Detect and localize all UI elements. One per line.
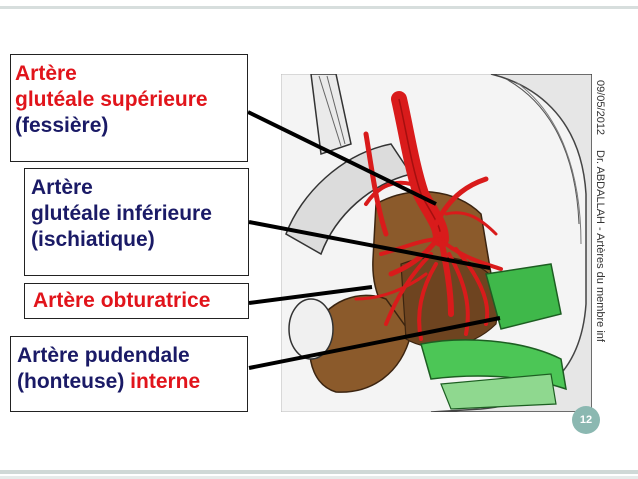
label-inferior-line2: glutéale inférieure <box>31 202 212 225</box>
label-pudendal-line2a: (honteuse) <box>17 370 125 393</box>
label-inferior-gluteal-artery: Artère glutéale inférieure (ischiatique) <box>24 168 249 276</box>
page-number-badge: 12 <box>572 406 600 434</box>
label-obturator-text: Artère obturatrice <box>33 289 211 312</box>
pelvis-arteries-illustration <box>281 74 592 412</box>
side-footer-text: 09/05/2012 Dr. ABDALLAH - Artères du mem… <box>586 80 616 342</box>
label-inferior-line1: Artère <box>31 176 93 199</box>
slide-date: 09/05/2012 <box>594 80 606 136</box>
bottom-rule-light <box>0 476 638 479</box>
label-superior-gluteal-artery: Artère glutéale supérieure (fessière) <box>10 54 248 162</box>
bottom-rule <box>0 470 638 474</box>
label-superior-line1: Artère <box>15 62 77 85</box>
label-pudendal-line1: Artère pudendale <box>17 344 190 367</box>
label-superior-line2: glutéale supérieure <box>15 88 208 111</box>
label-inferior-line3: (ischiatique) <box>31 228 155 251</box>
slide-footer: Dr. ABDALLAH - Artères du membre inf <box>594 150 606 342</box>
label-internal-pudendal-artery: Artère pudendale (honteuse) interne <box>10 336 248 412</box>
label-obturator-artery: Artère obturatrice <box>24 283 249 319</box>
label-pudendal-line2b: interne <box>124 370 201 393</box>
label-superior-line3: (fessière) <box>15 114 109 137</box>
top-rule <box>0 6 638 9</box>
